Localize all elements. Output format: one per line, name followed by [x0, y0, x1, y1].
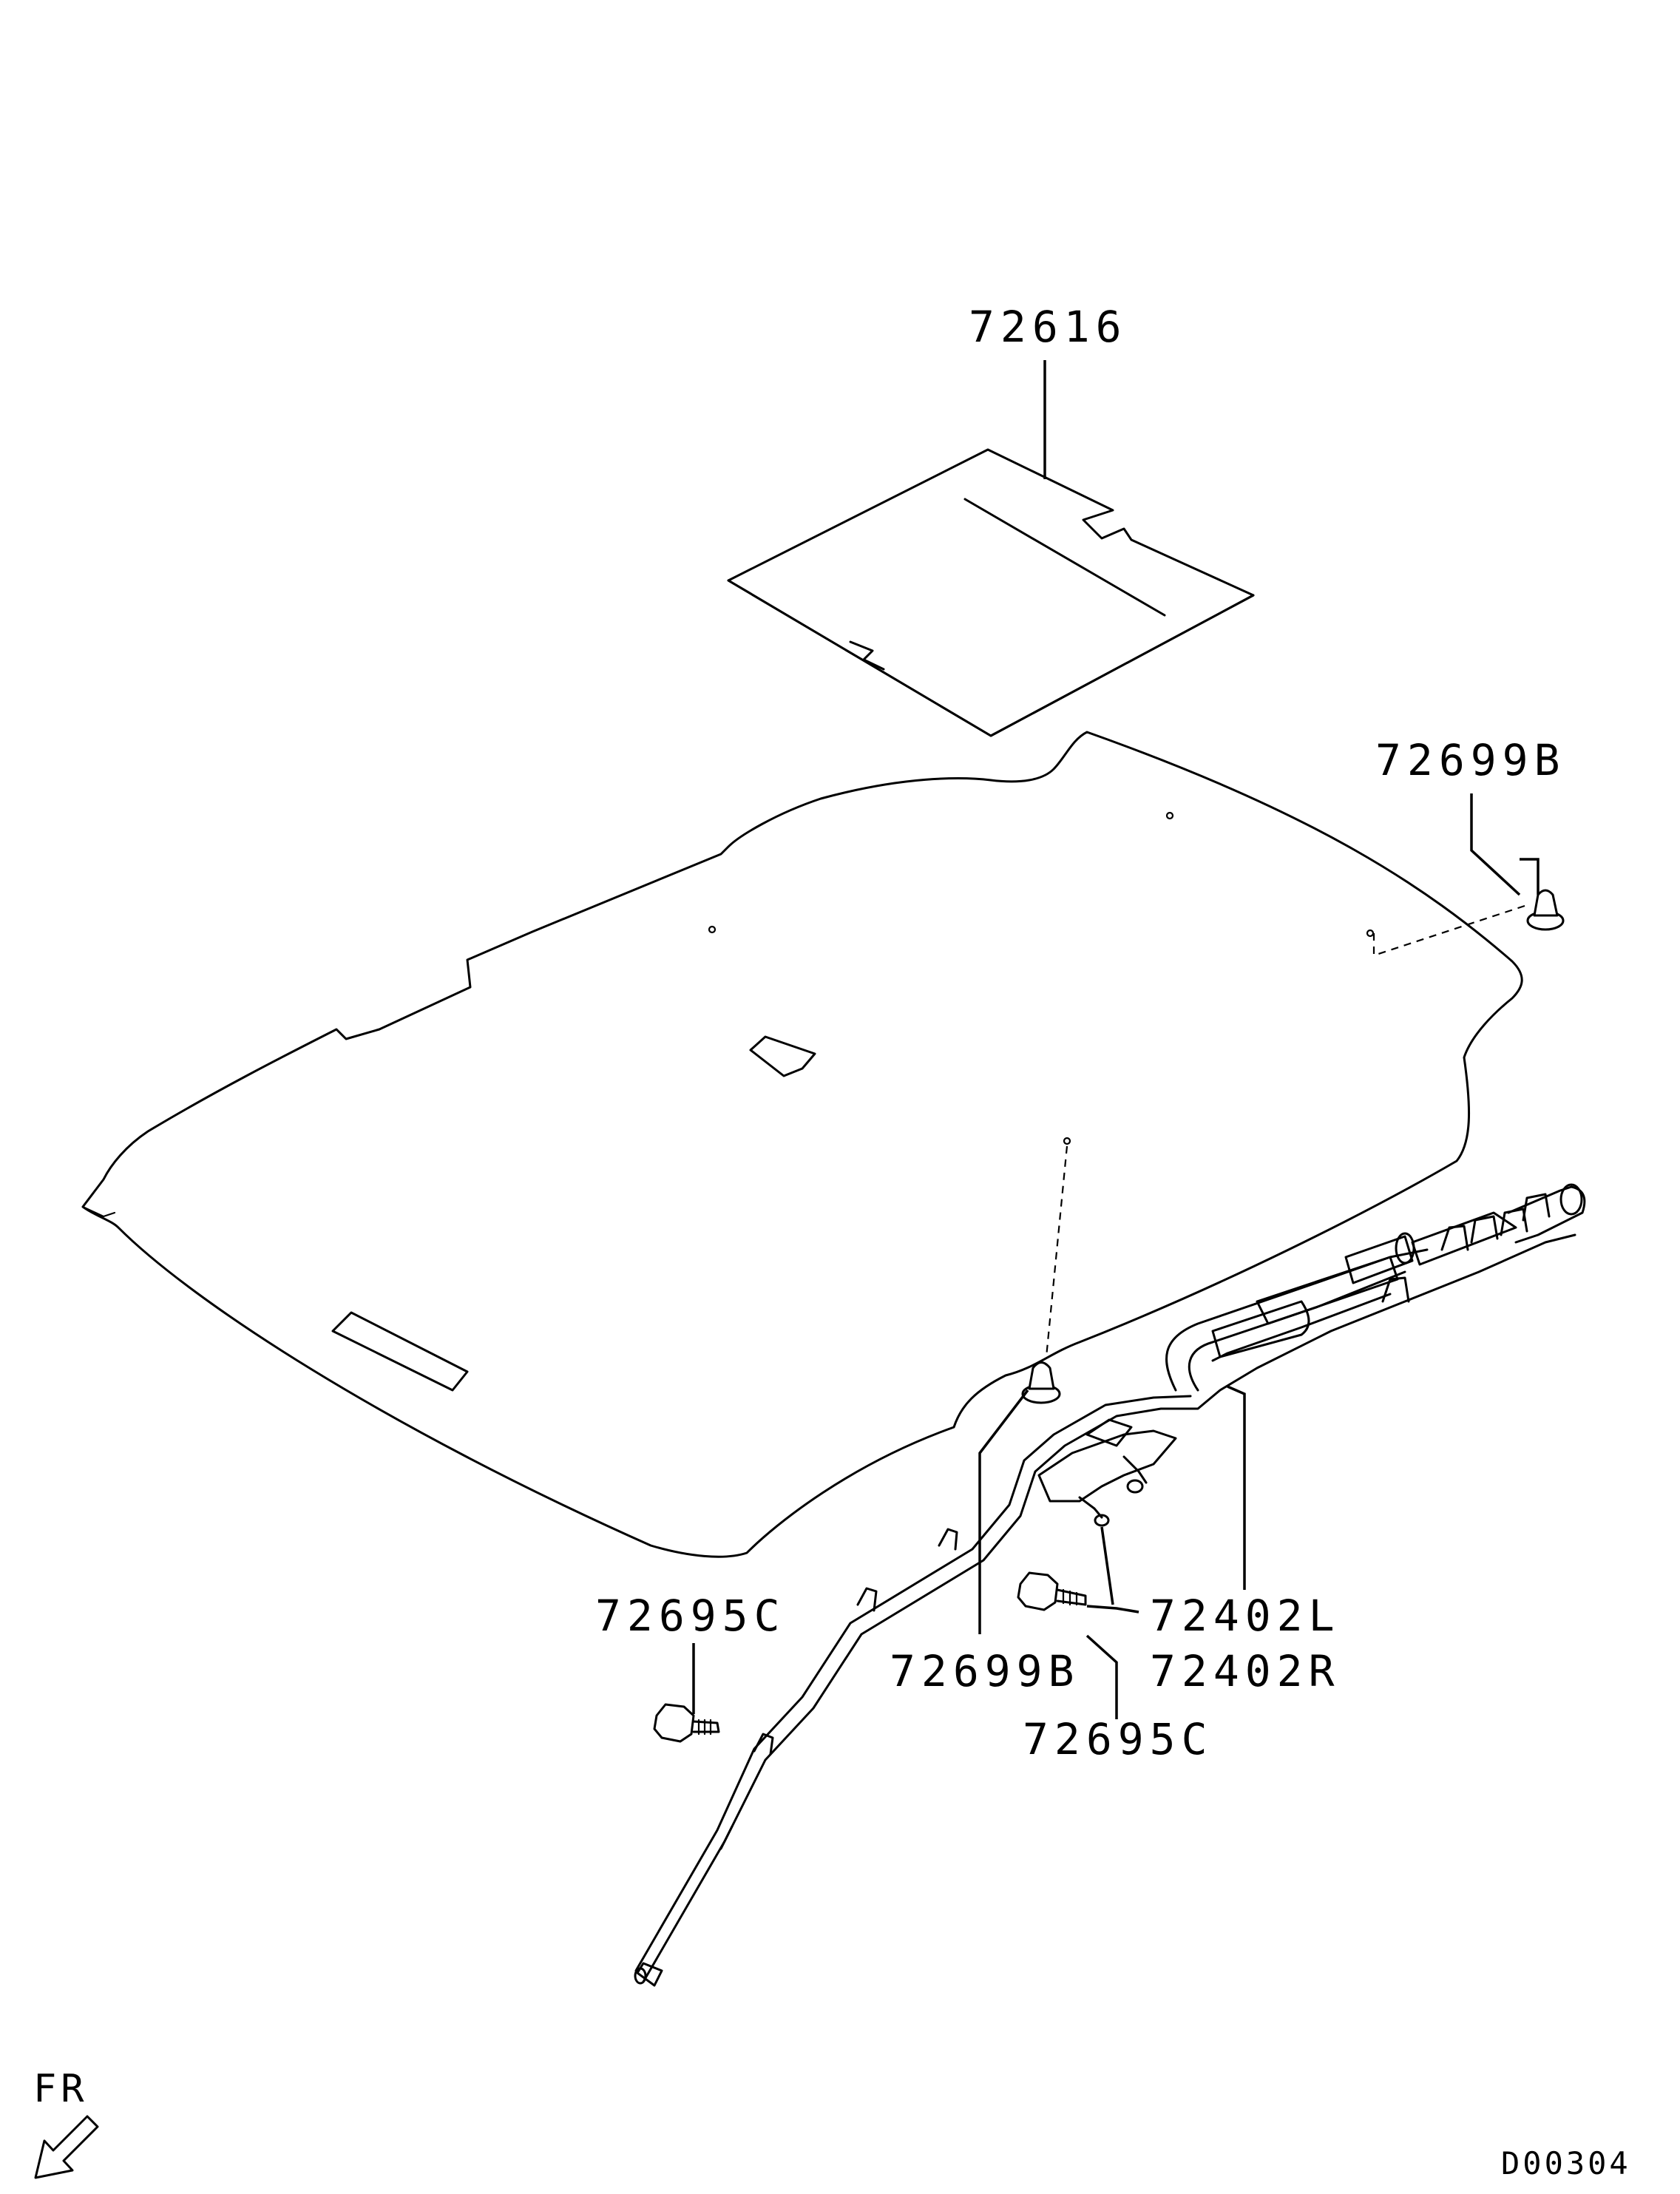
clip-72699B-right [1372, 889, 1565, 957]
label-72616: 72616 [969, 302, 1128, 352]
label-72699B-right: 72699B [1375, 735, 1566, 785]
bolt-72695C-left [653, 1703, 720, 1743]
label-72402R: 72402R [1150, 1646, 1341, 1696]
clip-72699B-center [1021, 1145, 1068, 1404]
arrow-icon [34, 2115, 99, 2179]
bolt-72695C-center [1017, 1571, 1087, 1611]
curtain-airbag-72402 [634, 1183, 1586, 1987]
headlining [81, 731, 1523, 1558]
front-label: FR [33, 2067, 89, 2111]
label-72695C-center: 72695C [1023, 1714, 1213, 1764]
label-72695C-left: 72695C [595, 1591, 786, 1641]
label-72699B-center: 72699B [890, 1646, 1080, 1696]
leader-lines [692, 360, 1540, 1719]
diagram-code: D00304 [1501, 2145, 1631, 2181]
roof-pad-72616 [727, 448, 1255, 737]
front-direction-arrow: FR [33, 2067, 99, 2179]
label-72402L: 72402L [1150, 1591, 1341, 1641]
